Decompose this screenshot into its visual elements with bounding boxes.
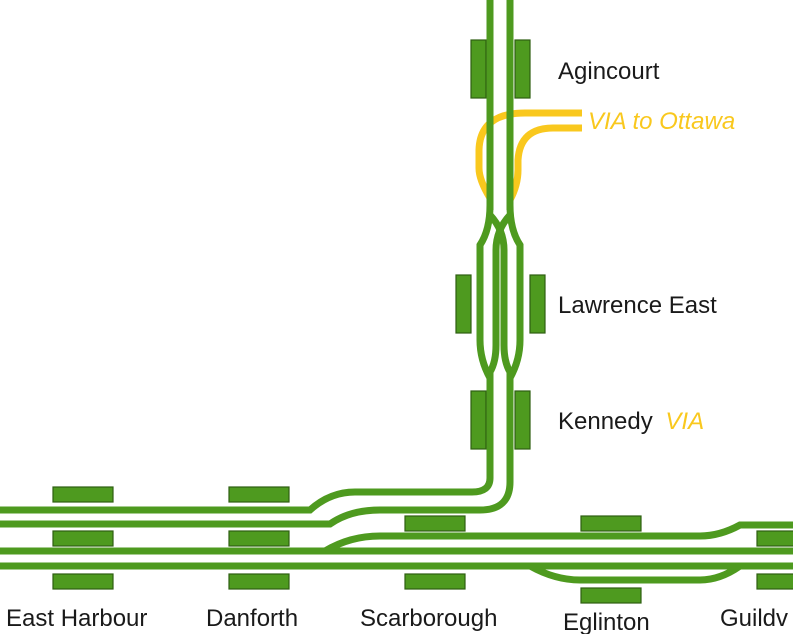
agincourt-platform-east (514, 39, 531, 99)
danforth-platforms (228, 486, 290, 590)
station-label-guildwood: Guildv (720, 605, 788, 632)
agincourt-platforms (470, 39, 531, 99)
station-label-agincourt: Agincourt (558, 58, 660, 85)
station-label-danforth: Danforth (206, 605, 298, 632)
track-lawrence-inner-west (486, 212, 513, 374)
scarborough-platform-1 (404, 515, 466, 532)
guildwood-platform-1 (756, 530, 793, 547)
scarborough-platforms (404, 515, 466, 590)
kennedy-platform-west (470, 390, 487, 450)
eglinton-platform-1 (580, 515, 642, 532)
via-tracks (475, 109, 582, 202)
lawrence-east-platform-east (529, 274, 546, 334)
station-label-kennedy: Kennedy VIA (558, 408, 704, 435)
track-south-east (0, 372, 514, 528)
east-harbour-platform-1 (52, 486, 114, 503)
east-harbour-platform-3 (52, 573, 114, 590)
kennedy-via-tag: VIA (665, 408, 704, 435)
kennedy-name: Kennedy (558, 408, 653, 435)
kennedy-platform-east (514, 390, 531, 450)
danforth-platform-3 (228, 573, 290, 590)
scarborough-platform-2 (404, 573, 466, 590)
green-tracks (0, 0, 793, 584)
lawrence-east-platforms (455, 274, 546, 334)
lawrence-east-platform-west (455, 274, 472, 334)
track-lower-spur (528, 562, 743, 584)
track-lawrence-outer-east (506, 204, 524, 380)
agincourt-platform-west (470, 39, 487, 99)
danforth-platform-2 (228, 530, 290, 547)
track-lawrence-outer-west (476, 204, 494, 380)
guildwood-platforms (756, 530, 793, 590)
eglinton-platforms (580, 515, 642, 604)
track-south-west (0, 372, 494, 514)
via-to-ottawa-label: VIA to Ottawa (588, 108, 735, 135)
station-label-eglinton: Eglinton (563, 609, 650, 634)
via-track-inner (506, 124, 582, 202)
danforth-platform-1 (228, 486, 290, 503)
kennedy-platforms (470, 390, 531, 450)
eglinton-platform-2 (580, 587, 642, 604)
east-harbour-platforms (52, 486, 114, 590)
station-label-scarborough: Scarborough (360, 605, 497, 632)
east-harbour-platform-2 (52, 530, 114, 547)
station-label-lawrence-east: Lawrence East (558, 292, 717, 319)
track-upper-spur (323, 521, 793, 555)
station-label-east-harbour: East Harbour (6, 605, 147, 632)
track-lawrence-inner-east (487, 212, 514, 374)
guildwood-platform-2 (756, 573, 793, 590)
